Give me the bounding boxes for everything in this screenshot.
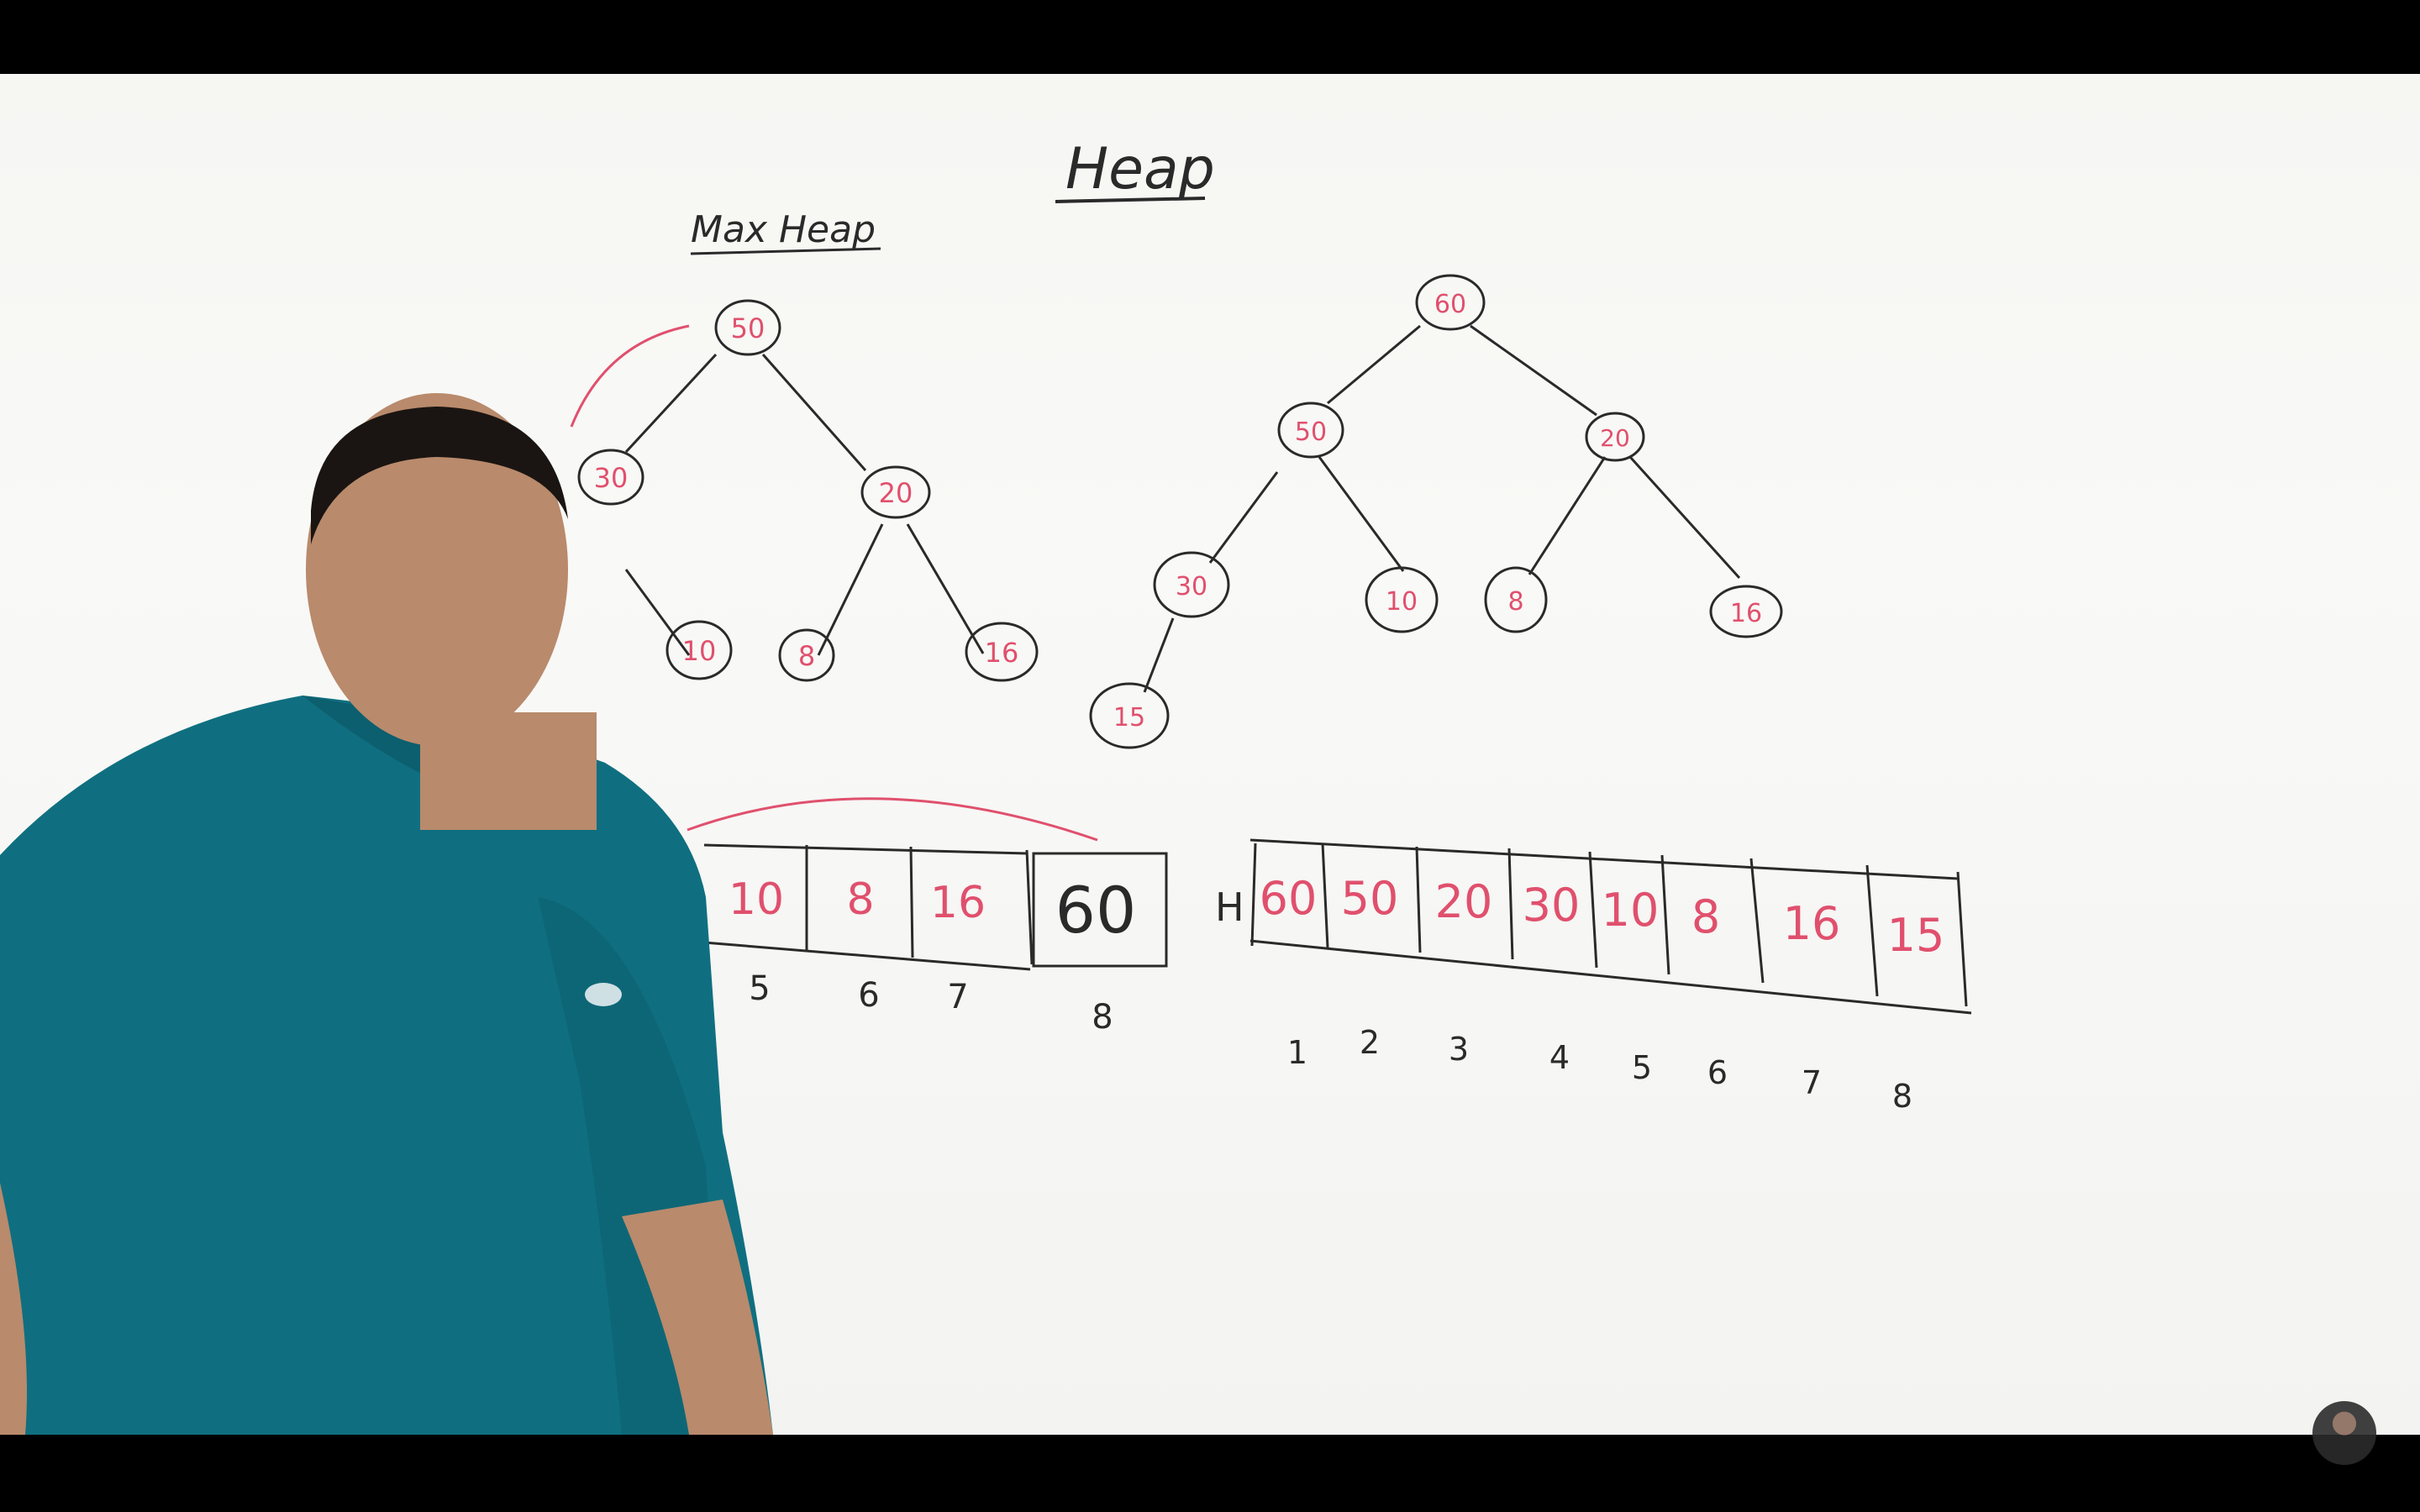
node-value: 16 <box>1730 599 1762 628</box>
tree-node: 20 <box>1585 412 1645 462</box>
node-value: 15 <box>1113 703 1145 732</box>
array-index: 5 <box>1632 1049 1652 1086</box>
svg-text:20: 20 <box>1435 875 1493 928</box>
array-cell: 8 <box>846 874 874 925</box>
tree-node: 10 <box>1365 566 1439 633</box>
svg-text:8: 8 <box>846 874 874 925</box>
svg-text:16: 16 <box>1783 897 1841 950</box>
svg-text:10: 10 <box>729 874 784 925</box>
right-tree: 60 50 20 30 10 <box>1089 274 1783 749</box>
title-underline <box>1055 197 1206 203</box>
tree-node: 30 <box>1153 551 1230 618</box>
tree-node: 50 <box>1277 402 1344 459</box>
array-index: 8 <box>1892 1078 1912 1115</box>
whiteboard: Heap Max Heap 50 30 <box>0 74 2420 1435</box>
node-value: 10 <box>682 635 717 667</box>
svg-text:60: 60 <box>1055 873 1137 948</box>
svg-text:60: 60 <box>1260 872 1318 925</box>
array-index: 7 <box>947 978 968 1016</box>
array-index: 7 <box>1802 1064 1822 1101</box>
node-value: 10 <box>1386 587 1418 617</box>
array-index: 1 <box>1287 1034 1307 1071</box>
array-index: 4 <box>1549 1039 1570 1076</box>
tree-node: 16 <box>1709 585 1783 638</box>
tree-node: 50 <box>714 299 781 356</box>
tree-node: 16 <box>965 622 1039 682</box>
board-subtitle: Max Heap <box>691 208 876 251</box>
left-tree: 50 30 20 10 8 <box>577 299 1039 682</box>
array-index: 6 <box>858 976 879 1015</box>
node-value: 60 <box>1434 290 1466 319</box>
presenter <box>0 393 773 1435</box>
swap-arrow <box>687 797 1098 842</box>
tree-node: 15 <box>1089 682 1170 749</box>
node-value: 8 <box>798 640 815 672</box>
svg-text:16: 16 <box>930 878 986 928</box>
left-array: 10 8 16 60 5 6 7 8 <box>703 843 1168 1037</box>
svg-text:10: 10 <box>1602 884 1660 937</box>
node-value: 16 <box>985 637 1019 669</box>
array-index: 2 <box>1360 1024 1380 1061</box>
tree-node: 8 <box>1484 566 1548 633</box>
node-value: 30 <box>594 462 629 494</box>
node-value: 50 <box>731 312 765 344</box>
node-value: 8 <box>1507 587 1523 617</box>
tree-node: 10 <box>666 620 733 680</box>
array-index: 6 <box>1707 1054 1728 1091</box>
array-index: 3 <box>1449 1031 1469 1068</box>
svg-text:15: 15 <box>1887 909 1945 962</box>
array-cell: 30 <box>1523 879 1581 932</box>
svg-text:50: 50 <box>1341 872 1399 925</box>
tree-node: 20 <box>860 465 931 519</box>
array-cell: 16 <box>1783 897 1841 950</box>
node-value: 20 <box>879 477 913 509</box>
array-cell: 15 <box>1887 909 1945 962</box>
array-cell: 10 <box>1602 884 1660 937</box>
array-index: 5 <box>749 969 770 1008</box>
svg-text:8: 8 <box>1691 890 1720 943</box>
node-value: 30 <box>1176 572 1207 601</box>
array-index: 8 <box>1092 998 1113 1037</box>
array-cell: 8 <box>1691 890 1720 943</box>
tree-node: 30 <box>577 449 644 506</box>
array-cell: 60 <box>1055 873 1137 948</box>
array-cell: 16 <box>930 878 986 928</box>
array-cell: 10 <box>729 874 784 925</box>
right-tree-edges <box>1143 324 1741 693</box>
array-cell: 20 <box>1435 875 1493 928</box>
svg-text:30: 30 <box>1523 879 1581 932</box>
node-value: 20 <box>1600 424 1630 452</box>
tree-node: 60 <box>1415 274 1486 331</box>
subtitle-underline <box>690 247 881 255</box>
channel-avatar[interactable] <box>2312 1401 2376 1465</box>
left-tree-arrow <box>570 324 690 428</box>
array-cell: 60 <box>1260 872 1318 925</box>
left-tree-edges <box>624 353 985 656</box>
array-cell: 50 <box>1341 872 1399 925</box>
node-value: 50 <box>1295 417 1327 447</box>
tree-node: 8 <box>778 628 835 682</box>
board-title: Heap <box>1065 136 1215 202</box>
array-label: H <box>1215 885 1244 930</box>
right-array: H 60 50 20 30 10 <box>1215 838 1972 1115</box>
whiteboard-drawing: Heap Max Heap 50 30 <box>0 136 1972 1435</box>
